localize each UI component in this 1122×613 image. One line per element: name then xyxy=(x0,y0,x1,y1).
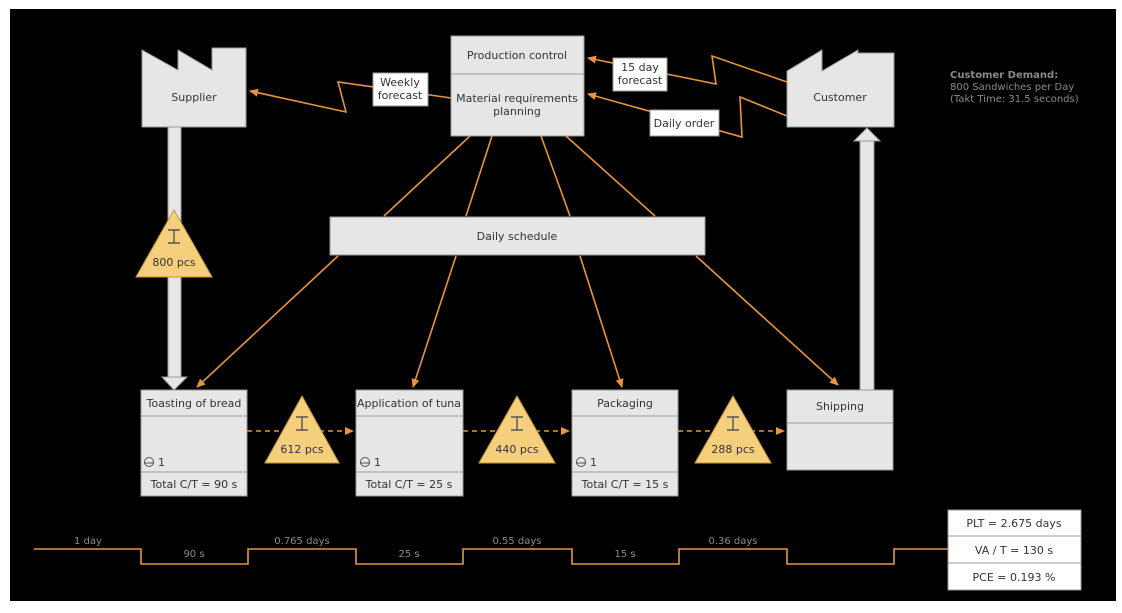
summary-pce: PCE = 0.193 % xyxy=(973,571,1056,584)
inventory-440 xyxy=(478,394,556,464)
operators-packaging: 1 xyxy=(590,456,597,469)
process-time-2: 25 s xyxy=(398,549,419,560)
process-name-packaging: Packaging xyxy=(597,397,653,410)
fifteen-day-line2: forecast xyxy=(618,74,663,87)
process-name-toasting: Toasting of bread xyxy=(146,397,242,410)
customer-factory-icon xyxy=(786,49,895,128)
inventory-label-612: 612 pcs xyxy=(280,443,324,456)
process-tuna xyxy=(355,389,464,497)
inventory-supplier xyxy=(135,208,213,278)
inventory-612 xyxy=(264,394,340,464)
inventory-icon xyxy=(511,416,523,431)
inventory-label-800: 800 pcs xyxy=(152,256,196,269)
inventory-label-288: 288 pcs xyxy=(711,443,755,456)
operator-icon xyxy=(144,457,154,467)
production-control-label: Production control xyxy=(467,49,567,62)
customer-demand-line1: 800 Sandwiches per Day xyxy=(950,82,1074,93)
mrp-to-schedule-lines xyxy=(383,135,656,217)
summary-va: VA / T = 130 s xyxy=(975,544,1053,557)
wait-time-3: 0.55 days xyxy=(492,536,541,547)
inventory-icon xyxy=(296,416,308,431)
supplier-factory-icon xyxy=(141,47,247,128)
schedule-to-process-arrows xyxy=(196,255,839,388)
daily-order-label: Daily order xyxy=(654,117,715,130)
cycle-time-toasting: Total C/T = 90 s xyxy=(150,478,238,491)
inventory-icon xyxy=(168,229,180,244)
process-time-3: 15 s xyxy=(614,549,635,560)
process-time-1: 90 s xyxy=(183,549,204,560)
daily-order-box xyxy=(649,109,720,137)
wait-time-4: 0.36 days xyxy=(708,536,757,547)
weekly-forecast-line1: Weekly xyxy=(380,76,420,89)
customer-demand-line2: (Takt Time: 31.5 seconds) xyxy=(950,94,1079,105)
daily-schedule-box xyxy=(329,216,706,256)
operators-tuna: 1 xyxy=(374,456,381,469)
wait-time-2: 0.765 days xyxy=(274,536,329,547)
fifteen-day-line1: 15 day xyxy=(621,61,659,74)
process-toasting xyxy=(140,389,248,497)
mrp-label-line2: planning xyxy=(493,105,541,118)
inventory-288 xyxy=(694,394,772,464)
operators-toasting: 1 xyxy=(158,456,165,469)
daily-schedule-label: Daily schedule xyxy=(477,230,558,243)
weekly-forecast-box xyxy=(372,72,429,107)
customer-demand-title: Customer Demand: xyxy=(950,70,1058,81)
cycle-time-tuna: Total C/T = 25 s xyxy=(365,478,453,491)
lead-time-ladder xyxy=(34,548,948,565)
production-control-box xyxy=(450,35,585,137)
process-packaging xyxy=(571,389,679,497)
process-shipping xyxy=(786,389,894,471)
summary-plt: PLT = 2.675 days xyxy=(966,517,1061,530)
cycle-time-packaging: Total C/T = 15 s xyxy=(581,478,669,491)
weekly-forecast-line2: forecast xyxy=(378,89,423,102)
inventory-label-440: 440 pcs xyxy=(495,443,539,456)
wait-time-1: 1 day xyxy=(74,536,102,547)
operator-icon xyxy=(576,457,586,467)
operator-icon xyxy=(360,457,370,467)
fifteen-day-forecast-box xyxy=(612,57,668,92)
mrp-label-line1: Material requirements xyxy=(456,92,578,105)
inventory-icon xyxy=(727,416,739,431)
process-name-shipping: Shipping xyxy=(816,400,864,413)
process-name-tuna: Application of tuna xyxy=(357,397,461,410)
summary-box xyxy=(947,509,1082,591)
customer-label: Customer xyxy=(813,91,867,104)
supplier-label: Supplier xyxy=(171,91,217,104)
